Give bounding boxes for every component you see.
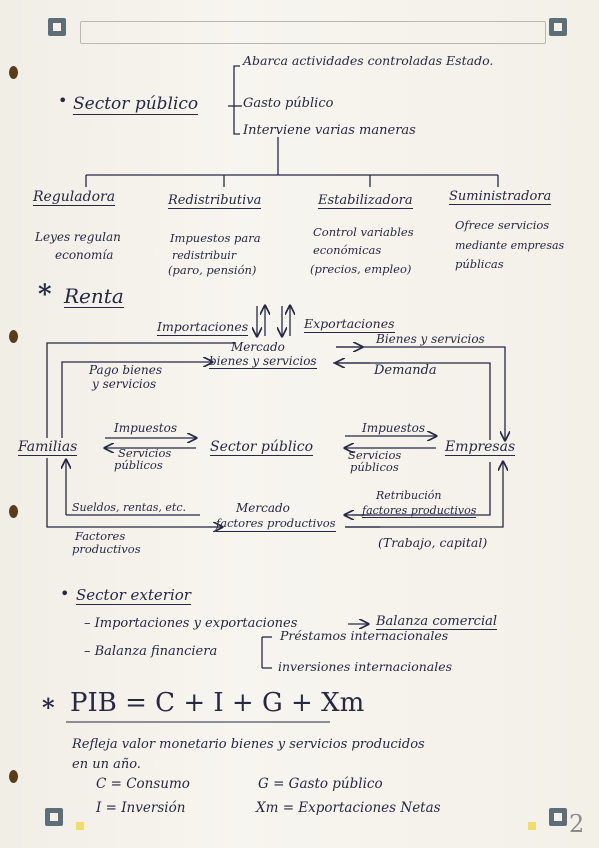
label-factores-sub: productivos bbox=[72, 542, 141, 556]
label-pago: Pago bienes bbox=[89, 363, 163, 377]
label-trabajo-capital: (Trabajo, capital) bbox=[378, 535, 488, 550]
label-servicios-left-sub: públicos bbox=[114, 458, 163, 472]
exterior-line-1: – Importaciones y exportaciones bbox=[84, 616, 298, 631]
corner-mark-icon bbox=[549, 18, 567, 36]
function-title-estabilizadora: Estabilizadora bbox=[318, 193, 413, 209]
corner-mark-icon bbox=[549, 808, 567, 826]
pib-c: C = Consumo bbox=[96, 776, 190, 792]
node-sector-publico: Sector público bbox=[210, 439, 314, 456]
branch-interviene: Interviene varias maneras bbox=[243, 123, 416, 138]
sector-publico-title: Sector público bbox=[73, 94, 199, 115]
function-title-suministradora: Suministradora bbox=[449, 189, 552, 205]
label-impuestos-right: Impuestos bbox=[362, 421, 425, 435]
function-text: Control variables bbox=[313, 225, 414, 239]
function-text: redistribuir bbox=[172, 249, 237, 262]
branch-abarca: Abarca actividades controladas Estado. bbox=[243, 53, 494, 68]
yellow-mark bbox=[528, 822, 536, 830]
pib-formula: PIB = C + I + G + Xm bbox=[70, 688, 365, 718]
branch-gasto: Gasto público bbox=[243, 96, 334, 111]
star-mark: * bbox=[42, 693, 55, 722]
section-bullet: • bbox=[60, 584, 70, 603]
header-box bbox=[80, 21, 546, 44]
punch-hole bbox=[9, 770, 18, 783]
sector-exterior-title: Sector exterior bbox=[76, 586, 191, 605]
section-bullet: • bbox=[58, 91, 68, 110]
label-mercado-bienes-sub: bienes y servicios bbox=[209, 354, 317, 369]
function-title-redistributiva: Redistributiva bbox=[168, 193, 262, 209]
function-text: Leyes regulan bbox=[35, 230, 121, 244]
label-mercado-factores: Mercado bbox=[236, 501, 290, 515]
label-mercado-bienes: Mercado bbox=[231, 340, 285, 354]
label-pago-sub: y servicios bbox=[92, 377, 157, 391]
label-bienes-servicios: Bienes y servicios bbox=[376, 332, 485, 346]
label-factores: Factores bbox=[75, 529, 126, 543]
function-text: Impuestos para bbox=[170, 231, 261, 245]
label-retribucion: Retribución bbox=[376, 489, 442, 502]
label-retribucion-sub: factores productivos bbox=[362, 504, 477, 518]
pib-g: G = Gasto público bbox=[258, 776, 383, 792]
function-text: (paro, pensión) bbox=[168, 263, 257, 277]
label-mercado-factores-sub: factores productivos bbox=[216, 516, 336, 532]
balanza-comercial: Balanza comercial bbox=[376, 614, 498, 630]
yellow-mark bbox=[76, 822, 84, 830]
function-text: públicas bbox=[455, 257, 504, 271]
pib-xm: Xm = Exportaciones Netas bbox=[256, 800, 441, 816]
label-sueldos: Sueldos, rentas, etc. bbox=[72, 501, 187, 514]
function-text: mediante empresas bbox=[455, 239, 565, 252]
star-mark: * bbox=[38, 280, 52, 310]
punch-hole bbox=[9, 505, 18, 518]
function-text: económicas bbox=[313, 243, 382, 257]
label-servicios-right-sub: públicos bbox=[350, 460, 399, 474]
node-empresas: Empresas bbox=[445, 439, 516, 456]
exterior-line-2: – Balanza financiera bbox=[84, 644, 218, 659]
node-familias: Familias bbox=[18, 439, 78, 456]
label-impuestos-left: Impuestos bbox=[114, 421, 177, 435]
pib-description: Refleja valor monetario bienes y servici… bbox=[72, 737, 425, 752]
pib-description-2: en un año. bbox=[72, 757, 141, 772]
label-servicios-left: Servicios bbox=[118, 446, 172, 460]
label-exportaciones: Exportaciones bbox=[304, 316, 395, 333]
label-importaciones: Importaciones bbox=[157, 319, 249, 336]
prestamos-internacionales: Préstamos internacionales bbox=[280, 628, 449, 643]
function-text: Ofrece servicios bbox=[455, 218, 550, 232]
label-servicios-right: Servicios bbox=[348, 448, 402, 462]
function-title-reguladora: Reguladora bbox=[33, 189, 116, 206]
punch-hole bbox=[9, 66, 18, 79]
inversiones-internacionales: inversiones internacionales bbox=[278, 659, 453, 674]
page-number: 2 bbox=[569, 810, 585, 838]
label-demanda: Demanda bbox=[374, 363, 437, 378]
renta-title: Renta bbox=[64, 284, 124, 308]
punch-hole bbox=[9, 330, 18, 343]
corner-mark-icon bbox=[48, 18, 66, 36]
function-text: (precios, empleo) bbox=[310, 262, 412, 276]
corner-mark-icon bbox=[45, 808, 63, 826]
function-text: economía bbox=[55, 248, 114, 262]
pib-i: I = Inversión bbox=[96, 800, 186, 816]
